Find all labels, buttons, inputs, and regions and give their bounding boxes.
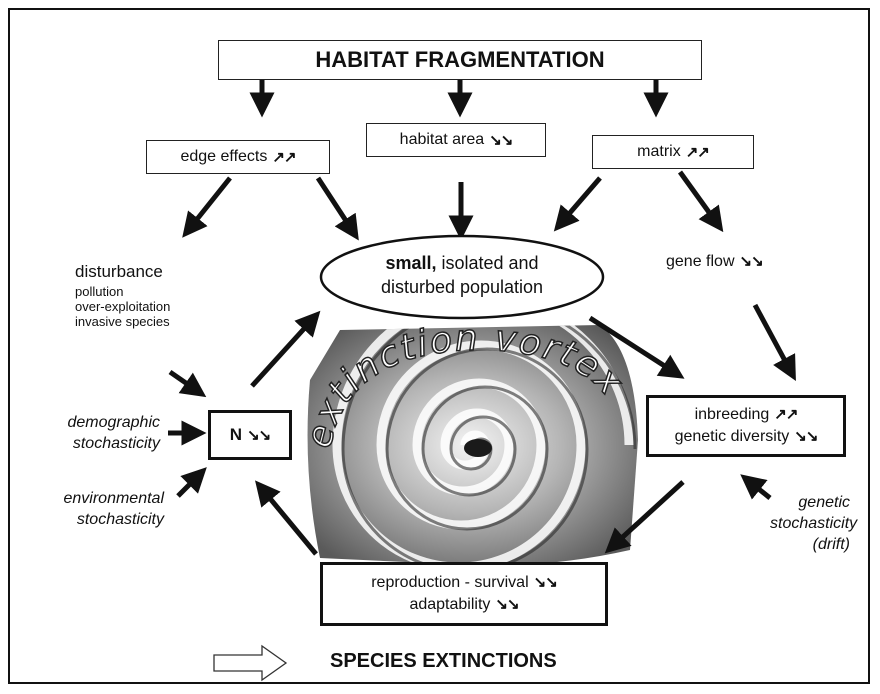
inbreeding-box: inbreeding↗↗ genetic diversity↘↘ (646, 395, 846, 457)
arrow-matrix-to-population (562, 178, 600, 222)
arrow-geneflow-to-inbreeding (755, 305, 790, 370)
gene-flow-label: gene flow ↘↘ (666, 252, 763, 271)
species-extinctions-label: SPECIES EXTINCTIONS (330, 650, 557, 673)
environmental-stochasticity-label: environmental stochasticity (10, 488, 164, 530)
demographic-line1: demographic (20, 412, 160, 433)
arrow-edge-to-population (318, 178, 352, 230)
adaptability-label: adaptability (409, 596, 490, 613)
genetic-stochasticity-label: genetic stochasticity (drift) (770, 492, 850, 555)
n-label: N (230, 425, 242, 445)
genetic-line3: (drift) (770, 534, 850, 555)
trend-up-icon: ↗↗ (272, 148, 295, 166)
arrow-inbreeding-to-reproduction (614, 482, 683, 545)
edge-effects-label: edge effects (180, 148, 267, 166)
disturbance-item: invasive species (75, 314, 170, 329)
trend-down-icon: ↘↘ (794, 428, 817, 445)
arrow-disturbance-to-n (170, 372, 196, 390)
reproduction-row: reproduction - survival ↘↘ (371, 572, 557, 594)
habitat-fragmentation-box: HABITAT FRAGMENTATION (218, 40, 702, 80)
disturbance-label: disturbance (75, 262, 163, 282)
habitat-area-label: habitat area (400, 131, 485, 149)
arrow-edge-to-disturbance (190, 178, 230, 228)
matrix-label: matrix (637, 143, 681, 161)
population-line1: small, isolated and (320, 253, 604, 274)
population-bold-text: small, (385, 253, 436, 273)
disturbance-item: over-exploitation (75, 299, 170, 314)
arrow-population-to-inbreeding (590, 318, 674, 372)
trend-up-icon: ↗↗ (686, 143, 709, 161)
trend-down-icon: ↘↘ (489, 131, 512, 149)
trend-up-icon: ↗↗ (774, 406, 797, 423)
genetic-line1: genetic (770, 492, 850, 513)
environmental-line2: stochasticity (10, 509, 164, 530)
demographic-line2: stochasticity (20, 433, 160, 454)
inbreeding-label: inbreeding (695, 406, 770, 423)
population-rest-text: isolated and (436, 253, 538, 273)
trend-down-icon: ↘↘ (495, 596, 518, 613)
trend-down-icon: ↘↘ (740, 253, 763, 270)
inbreeding-row: inbreeding↗↗ (695, 404, 798, 426)
arrow-n-to-population (252, 320, 312, 386)
edge-effects-box: edge effects ↗↗ (146, 140, 330, 174)
arrow-matrix-to-geneflow (680, 172, 716, 222)
adaptability-row: adaptability ↘↘ (409, 594, 518, 616)
reproduction-box: reproduction - survival ↘↘ adaptability ↘↘ (320, 562, 608, 626)
arrow-environmental-to-n (178, 476, 198, 496)
arrow-reproduction-to-n (263, 490, 316, 554)
title-text: HABITAT FRAGMENTATION (315, 47, 604, 73)
gene-flow-text: gene flow (666, 253, 735, 270)
reproduction-label: reproduction - survival (371, 574, 528, 591)
genetic-diversity-row: genetic diversity↘↘ (675, 426, 818, 448)
habitat-area-box: habitat area ↘↘ (366, 123, 546, 157)
trend-down-icon: ↘↘ (247, 426, 270, 444)
arrow-genetic-to-inbreeding (750, 482, 770, 498)
trend-down-icon: ↘↘ (534, 574, 557, 591)
environmental-line1: environmental (10, 488, 164, 509)
demographic-stochasticity-label: demographic stochasticity (20, 412, 160, 454)
outcome-arrow-icon (214, 646, 286, 680)
genetic-line2: stochasticity (770, 513, 850, 534)
matrix-box: matrix ↗↗ (592, 135, 754, 169)
n-box: N ↘↘ (208, 410, 292, 460)
population-line2: disturbed population (320, 277, 604, 298)
disturbance-item: pollution (75, 284, 123, 299)
genetic-diversity-label: genetic diversity (675, 428, 790, 445)
